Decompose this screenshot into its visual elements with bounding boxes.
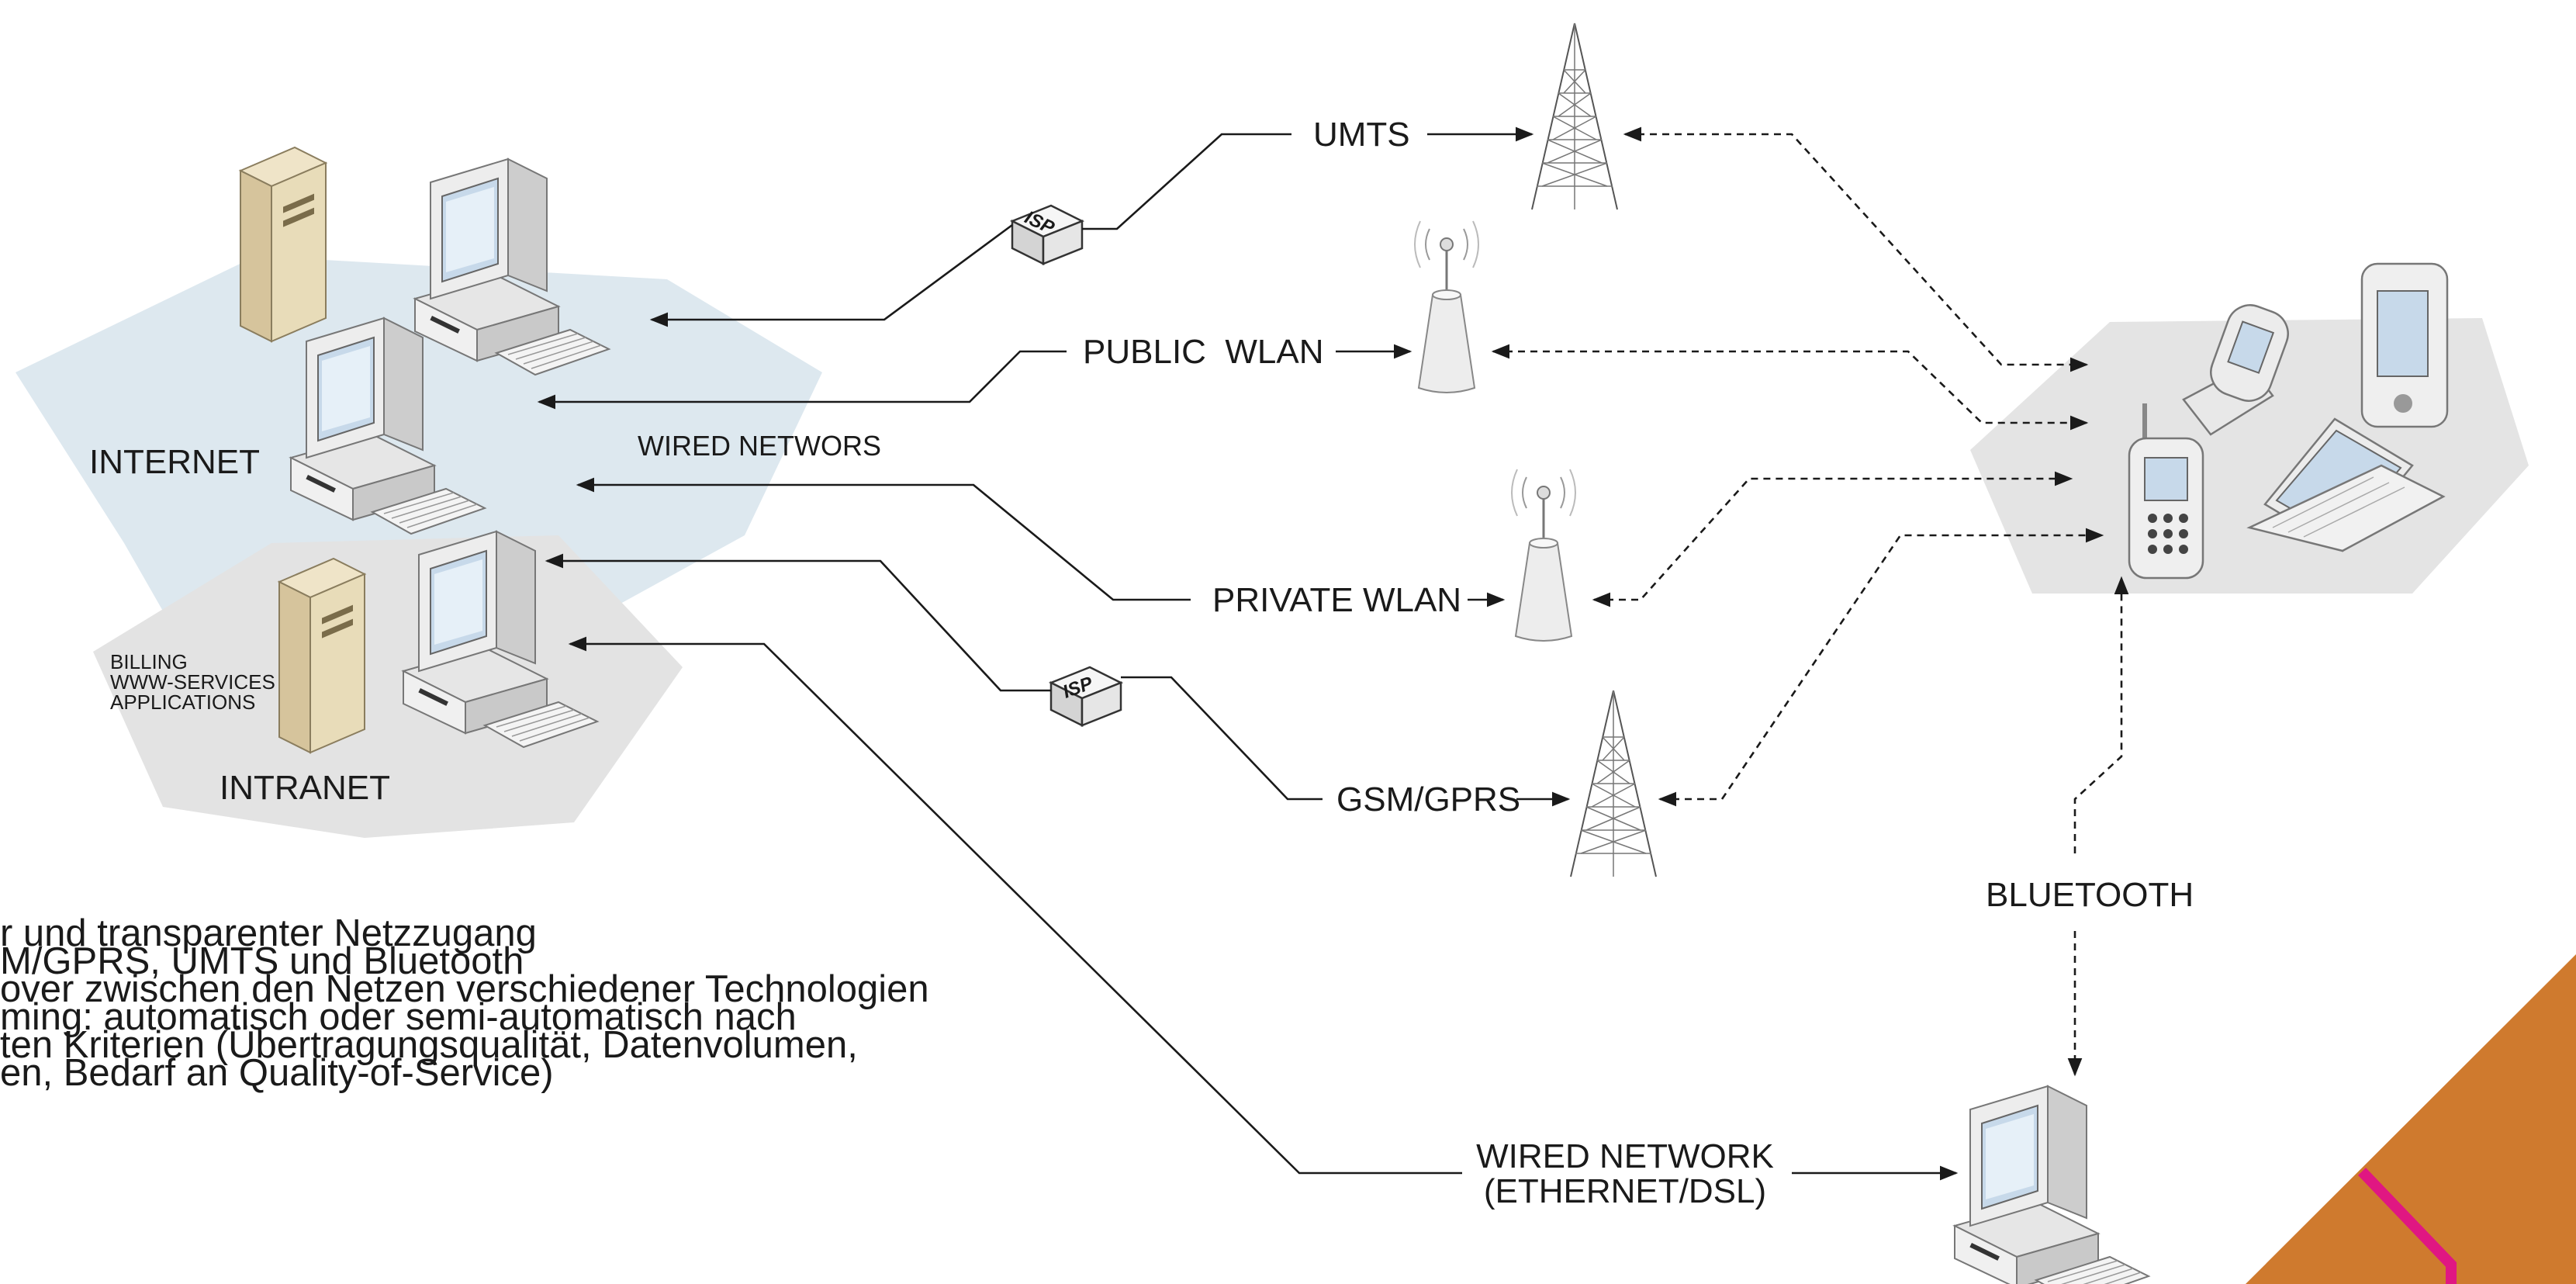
list-item: M/GPRS, UMTS und Bluetooth	[0, 940, 524, 982]
internet-label: INTERNET	[89, 443, 260, 481]
flip-phone-icon	[2182, 304, 2289, 436]
ethernet-dsl-label: (ETHERNET/DSL)	[1484, 1172, 1766, 1210]
gsm-link	[1121, 676, 1323, 801]
corner-accent	[2246, 954, 2576, 1284]
wlan-access-point-icon	[1510, 468, 1577, 642]
www-services-label: WWW-SERVICES	[110, 670, 275, 694]
umts-wireless-link	[1623, 126, 2089, 372]
private-wlan-label: PRIVATE WLAN	[1212, 581, 1461, 619]
list-item: r und transparenter Netzzugang	[0, 912, 537, 954]
wlan-access-point-icon	[1413, 220, 1480, 394]
cell-tower-icon	[1531, 22, 1618, 210]
wired-network-link	[568, 636, 1462, 1175]
computer-icon	[1954, 1085, 2149, 1284]
gsm-wireless-link	[1658, 528, 2104, 807]
pda-icon	[2360, 262, 2449, 428]
server-icon	[240, 147, 327, 342]
public-wlan-label: PUBLIC WLAN	[1083, 333, 1324, 371]
mobile-phone-icon	[2128, 403, 2204, 580]
laptop-icon	[2246, 417, 2446, 552]
computer-icon	[414, 158, 610, 376]
feature-list: r und transparenter Netzzugang M/GPRS, U…	[0, 912, 1164, 1115]
isp-to-internet-link	[649, 223, 1013, 327]
corner-accent-stripe	[2357, 1168, 2457, 1284]
intranet-label: INTRANET	[220, 769, 390, 807]
list-item: over zwischen den Netzen verschiedener T…	[0, 968, 929, 1010]
isp-to-intranet-link	[545, 553, 1051, 692]
billing-label: BILLING	[110, 650, 188, 673]
gsm-gprs-label: GSM/GPRS	[1336, 780, 1520, 819]
private-wlan-link	[576, 477, 1191, 601]
list-item: ten Kriterien (Übertragungsqualität, Dat…	[0, 1024, 858, 1066]
bluetooth-link-upper	[2073, 576, 2129, 853]
umts-link	[1082, 133, 1291, 230]
wired-network-label: WIRED NETWORK	[1476, 1137, 1774, 1175]
wired-networks-label: WIRED NETWORS	[638, 430, 881, 462]
list-item: ming: automatisch oder semi-automatisch …	[0, 996, 797, 1038]
public-wlan-wireless-link	[1491, 344, 2089, 431]
server-icon	[278, 558, 365, 753]
applications-label: APPLICATIONS	[110, 690, 255, 714]
bluetooth-label: BLUETOOTH	[1986, 876, 2194, 914]
public-wlan-link	[537, 350, 1067, 410]
umts-label: UMTS	[1313, 116, 1410, 154]
list-item: en, Bedarf an Quality-of-Service)	[0, 1052, 554, 1094]
cell-tower-icon	[1570, 690, 1657, 877]
